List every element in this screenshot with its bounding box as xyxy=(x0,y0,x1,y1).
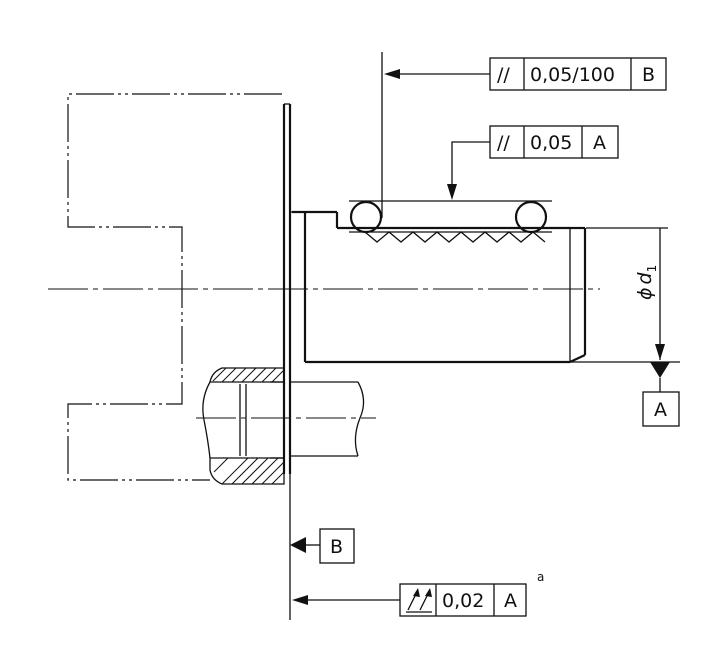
fcf-mid-datum: A xyxy=(593,132,606,154)
footnote-marker: a xyxy=(537,570,544,584)
diameter-symbol: ϕ xyxy=(634,287,656,300)
diameter-label: ϕd1 xyxy=(634,265,659,300)
diameter-variable: d xyxy=(634,271,656,284)
datum-b-feature: B xyxy=(290,528,355,564)
fcf-bottom: 0,02 A xyxy=(399,583,527,617)
fcf-bottom-datum: A xyxy=(504,590,517,612)
gauge-ball-left xyxy=(349,200,383,234)
diameter-dim-arrow xyxy=(655,344,665,360)
datum-a-feature: A xyxy=(642,362,680,427)
measuring-line xyxy=(349,200,552,233)
mid-leader xyxy=(451,141,490,186)
top-leader-arrow xyxy=(384,69,400,79)
fcf-top-datum: B xyxy=(642,64,655,86)
fcf-top: // 0,05/100 B xyxy=(489,57,667,91)
fcf-top-tolerance: 0,05/100 xyxy=(530,64,615,86)
total-runout-icon xyxy=(406,588,432,613)
bottom-leader-arrow xyxy=(292,595,308,605)
gauge-ball-right xyxy=(514,200,548,234)
fcf-bottom-tolerance: 0,02 xyxy=(442,590,484,612)
mid-leader-arrow xyxy=(447,184,457,200)
fixture-phantom-outline xyxy=(67,93,282,481)
fcf-top-symbol: // xyxy=(497,64,510,86)
datum-b-label: B xyxy=(330,536,343,558)
diameter-subscript: 1 xyxy=(645,265,659,273)
shaft-body xyxy=(292,210,587,364)
datum-a-label: A xyxy=(654,399,667,421)
bore-section xyxy=(196,367,376,485)
fcf-mid: // 0,05 A xyxy=(489,125,619,159)
fcf-mid-symbol: // xyxy=(497,132,510,154)
fcf-mid-tolerance: 0,05 xyxy=(530,132,572,154)
